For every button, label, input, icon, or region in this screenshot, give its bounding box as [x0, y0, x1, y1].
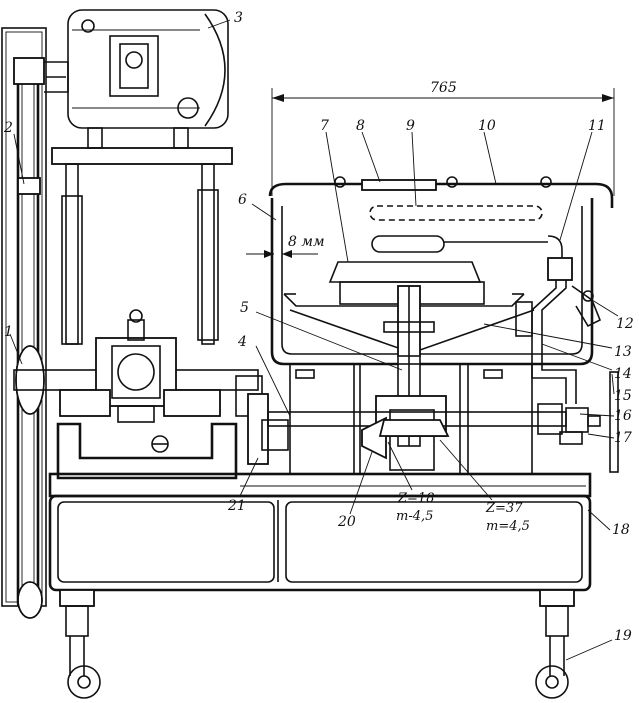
callout-4: 4	[237, 334, 247, 350]
belt-guard	[1, 27, 47, 619]
callout-8: 8	[356, 118, 365, 134]
callout-18: 18	[612, 522, 630, 538]
callout-15: 15	[614, 388, 632, 404]
electric-motor	[44, 9, 233, 165]
frame-rods	[61, 163, 219, 345]
reduction-gear	[13, 309, 259, 423]
callout-11: 11	[588, 118, 606, 134]
callout-12: 12	[616, 316, 634, 332]
callout-1: 1	[4, 324, 13, 340]
callout-10: 10	[478, 118, 496, 134]
gear-small-z: Z=18	[397, 491, 434, 506]
callout-19: 19	[614, 628, 632, 644]
callout-9: 9	[406, 118, 415, 134]
callout-3: 3	[234, 10, 243, 26]
dimension-gap: 8 мм	[246, 234, 325, 258]
callout-7: 7	[320, 118, 329, 134]
callout-13: 13	[614, 344, 632, 360]
drive-shaft	[267, 403, 601, 460]
dimension-overall-width: 765	[271, 80, 615, 196]
callout-16: 16	[614, 408, 632, 424]
gear-large-z: Z=37	[485, 501, 523, 516]
callout-20: 20	[337, 514, 356, 530]
callout-14: 14	[614, 366, 632, 382]
callout-6: 6	[238, 192, 247, 208]
callout-17: 17	[614, 430, 632, 446]
gear-large-m: m=4,5	[486, 519, 530, 534]
gear-specs: Z=18 m-4,5 Z=37 m=4,5	[387, 439, 530, 534]
piping	[515, 257, 619, 473]
callout-leaders	[9, 19, 619, 661]
callout-5: 5	[240, 300, 249, 316]
left-base-box	[56, 422, 238, 480]
legs-and-casters	[59, 589, 575, 699]
dimension-765-text: 765	[430, 80, 457, 96]
gear-small-m: m-4,5	[396, 509, 433, 524]
dimension-8mm-text: 8 мм	[288, 234, 325, 250]
coupling	[235, 375, 289, 465]
callout-2: 2	[3, 120, 13, 136]
callout-21: 21	[227, 498, 246, 514]
